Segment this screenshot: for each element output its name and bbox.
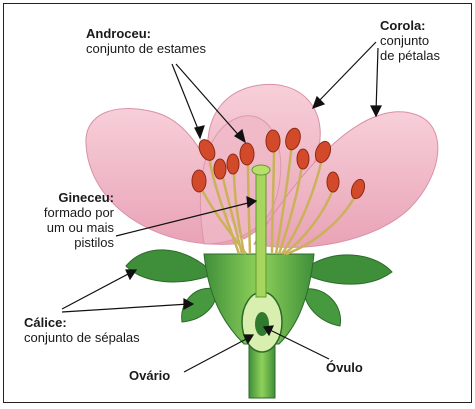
corola-term: Corola [380, 18, 421, 33]
gineceu-desc-2: um ou mais [47, 220, 114, 235]
corola-desc-2: de pétalas [380, 48, 440, 63]
androceu-term: Androceu [86, 26, 147, 41]
gineceu-term: Gineceu [58, 190, 109, 205]
androceu-desc: conjunto de estames [86, 41, 206, 56]
gineceu-desc-1: formado por [44, 205, 114, 220]
gineceu-desc-3: pistilos [74, 235, 114, 250]
calice-label: Cálice: conjunto de sépalas [24, 315, 140, 345]
calice-desc: conjunto de sépalas [24, 330, 140, 345]
ovario-term: Ovário [129, 368, 170, 383]
corola-desc-1: conjunto [380, 33, 429, 48]
androceu-label: Androceu: conjunto de estames [86, 26, 206, 56]
ovulo-term: Óvulo [326, 360, 363, 375]
ovario-label: Ovário [129, 368, 170, 383]
calice-term: Cálice [24, 315, 62, 330]
corola-label: Corola: conjunto de pétalas [380, 18, 440, 63]
ovulo-label: Óvulo [326, 360, 363, 375]
flower-diagram: Androceu: conjunto de estames Corola: co… [3, 3, 472, 403]
gineceu-label: Gineceu: formado por um ou mais pistilos [18, 190, 114, 250]
